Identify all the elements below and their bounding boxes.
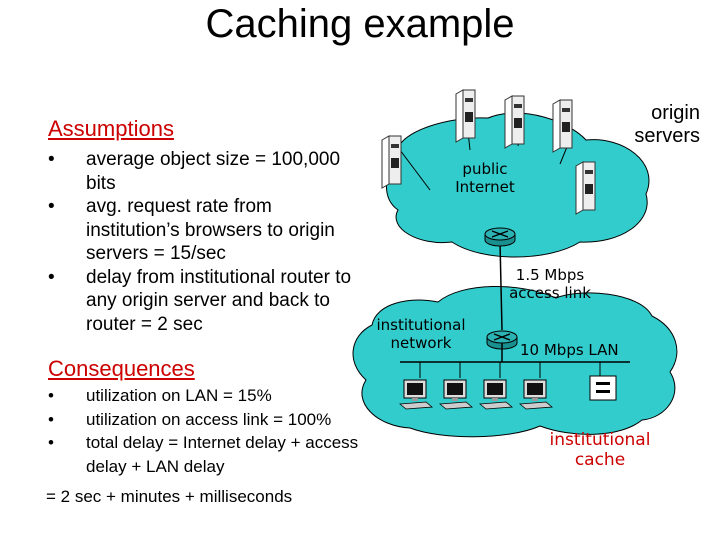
assumption-text: avg. request rate from institution’s bro…: [86, 196, 335, 264]
delay-continuation: = 2 sec + minutes + milliseconds: [46, 487, 293, 506]
origin-server-icon: [504, 95, 525, 149]
origin-server-icon: [381, 135, 402, 189]
institutional-cache-label: institutional cache: [549, 430, 651, 470]
consequence-text: total delay = Internet delay + access de…: [86, 433, 359, 476]
bullet-icon: •: [48, 433, 54, 452]
assumptions-list: • average object size = 100,000 bits • avg…: [40, 148, 360, 336]
access-link-line: [499, 241, 503, 331]
institutional-network-label: institutional network: [376, 316, 466, 352]
bullet-icon: •: [48, 409, 54, 429]
list-item: • utilization on access link = 100%: [40, 408, 360, 432]
bullet-icon: •: [48, 149, 55, 170]
institutional-cache-icon: [589, 375, 617, 401]
consequence-text: utilization on access link = 100%: [86, 409, 332, 429]
bullet-icon: •: [48, 386, 54, 405]
origin-server-icon: [575, 161, 596, 215]
bullet-icon: •: [48, 266, 55, 288]
list-item: • total delay = Internet delay + access d…: [40, 431, 360, 478]
consequence-text: utilization on LAN = 15%: [86, 386, 272, 405]
public-internet-label: public Internet: [455, 160, 515, 196]
internet-router-icon: [484, 227, 516, 247]
public-internet-cloud: [385, 112, 650, 258]
list-item: • utilization on LAN = 15%: [40, 384, 360, 408]
assumptions-heading: Assumptions: [48, 116, 174, 141]
list-item: • delay from institutional router to any …: [40, 266, 360, 337]
list-item: • avg. request rate from institution’s br…: [40, 195, 360, 266]
origin-server-icon: [552, 99, 573, 153]
origin-server-icon: [455, 89, 476, 143]
bullet-icon: •: [48, 196, 55, 217]
access-link-label: 1.5 Mbps access link: [509, 266, 591, 302]
origin-servers-label: origin servers: [634, 102, 700, 147]
assumption-text: delay from institutional router to any o…: [86, 266, 352, 335]
list-item: • average object size = 100,000 bits: [40, 148, 360, 195]
consequences-heading: Consequences: [48, 356, 195, 381]
assumption-text: average object size = 100,000 bits: [86, 149, 341, 194]
lan-label: 10 Mbps LAN: [520, 341, 619, 359]
consequences-list: • utilization on LAN = 15% • utilization o…: [40, 384, 360, 478]
slide-title: Caching example: [205, 2, 515, 46]
